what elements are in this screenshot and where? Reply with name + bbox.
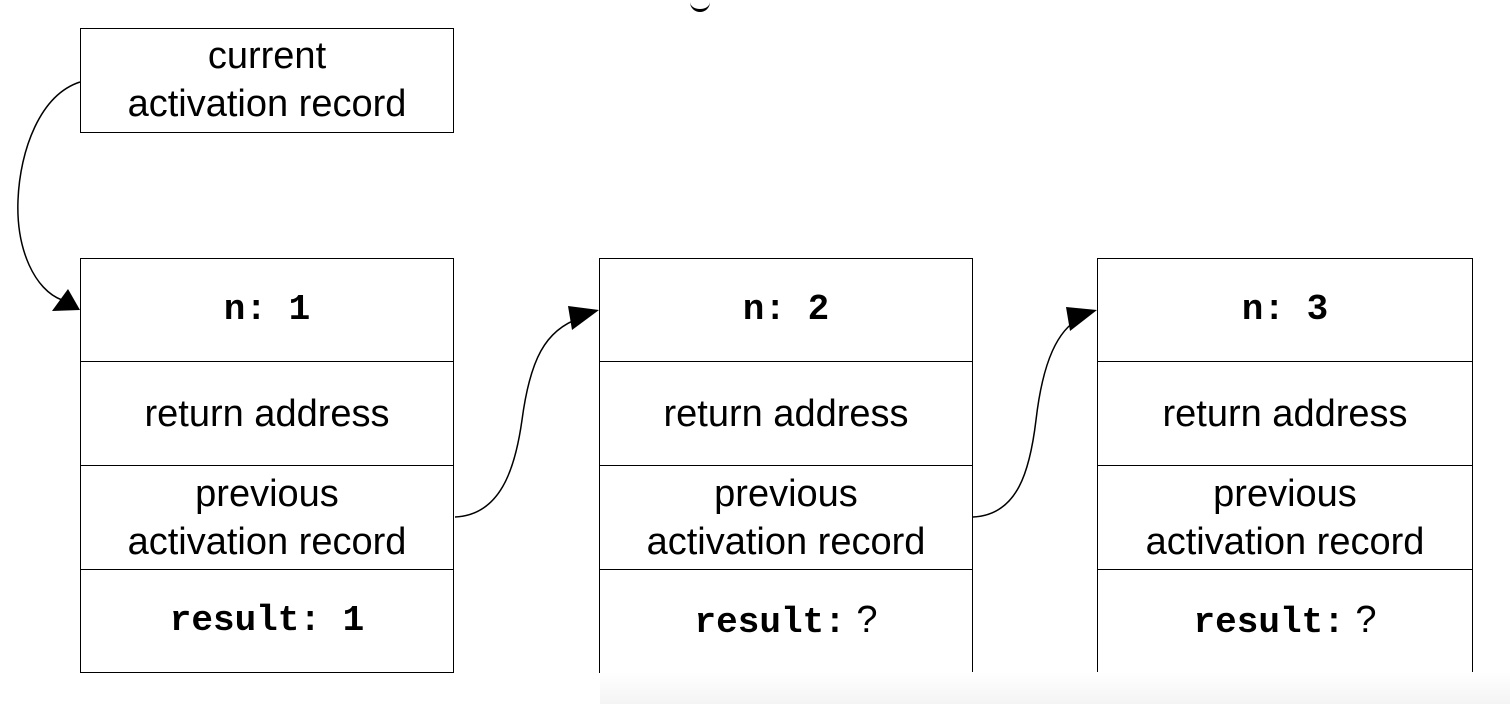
result-value: ? <box>1355 598 1377 641</box>
activation-record-3: n: 3 return address previous activation … <box>1097 258 1473 673</box>
n-field: n: 3 <box>1098 259 1472 361</box>
current-activation-record-box: current activation record <box>80 28 454 133</box>
result-field: result: ? <box>1098 569 1472 672</box>
previous-label-line1: previous <box>1213 472 1357 515</box>
current-label-line1: current <box>207 35 327 77</box>
n-field: n: 2 <box>600 259 972 361</box>
return-address-label: return address <box>663 392 909 435</box>
n-value: 3 <box>1306 289 1329 330</box>
previous-label-line1: previous <box>714 472 858 515</box>
return-address-label: return address <box>1162 392 1408 435</box>
return-address-field: return address <box>600 361 972 465</box>
n-label: n: <box>1241 289 1285 330</box>
previous-label-line2: activation record <box>127 520 407 563</box>
result-value: ? <box>856 598 878 641</box>
record2-to-record3-arrowhead <box>1066 307 1097 331</box>
current-pointer-arrow <box>17 81 81 301</box>
previous-label-line2: activation record <box>646 520 926 563</box>
previous-activation-record-field: previous activation record <box>81 465 453 569</box>
current-label-line2: activation record <box>127 83 407 125</box>
return-address-field: return address <box>1098 361 1472 465</box>
n-value: 2 <box>807 289 830 330</box>
result-field: result: ? <box>600 569 972 672</box>
bottom-shadow <box>600 672 1510 704</box>
result-label: result: <box>694 601 846 643</box>
n-value: 1 <box>288 289 311 330</box>
return-address-field: return address <box>81 361 453 465</box>
record2-to-record3-arrow <box>972 317 1081 518</box>
previous-activation-record-field: previous activation record <box>1098 465 1472 569</box>
previous-label-line1: previous <box>195 472 339 515</box>
activation-record-1: n: 1 return address previous activation … <box>80 258 454 673</box>
result-value: 1 <box>342 600 365 641</box>
record1-to-record2-arrow <box>454 317 581 518</box>
activation-record-2: n: 2 return address previous activation … <box>599 258 973 673</box>
current-label: current activation record <box>81 29 453 131</box>
n-label: n: <box>742 289 786 330</box>
result-label: result: <box>169 600 321 641</box>
previous-label-line2: activation record <box>1145 520 1425 563</box>
return-address-label: return address <box>144 392 390 435</box>
result-label: result: <box>1193 601 1345 643</box>
n-label: n: <box>223 289 267 330</box>
record1-to-record2-arrowhead <box>568 306 599 330</box>
result-field: result: 1 <box>81 569 453 672</box>
n-field: n: 1 <box>81 259 453 361</box>
cropped-glyph <box>690 0 710 12</box>
previous-activation-record-field: previous activation record <box>600 465 972 569</box>
current-pointer-arrowhead <box>52 289 80 311</box>
